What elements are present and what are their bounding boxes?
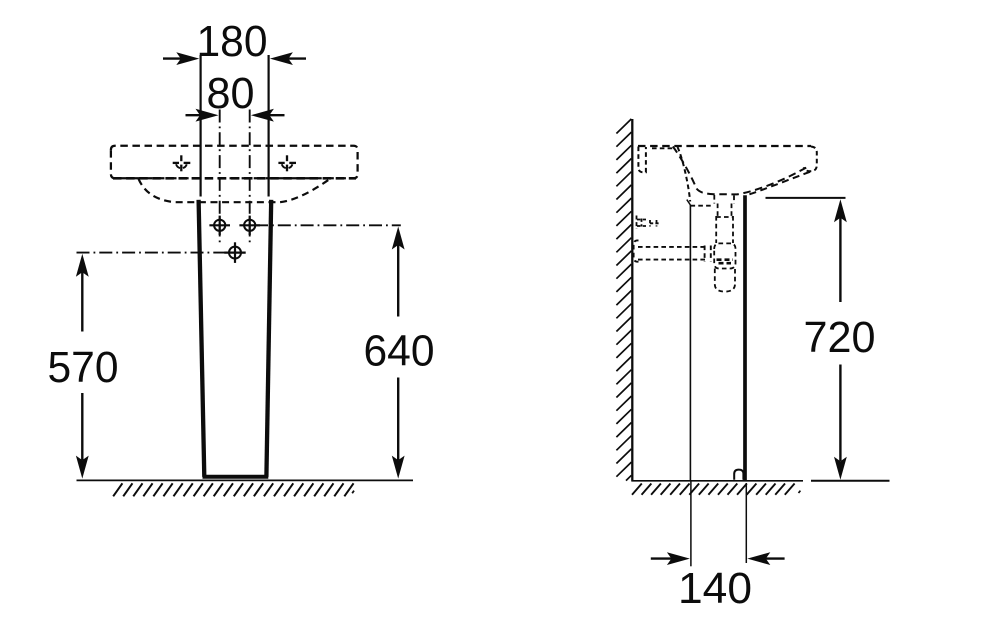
svg-text:80: 80 — [207, 70, 255, 118]
svg-text:140: 140 — [678, 565, 752, 613]
svg-text:720: 720 — [804, 314, 876, 362]
svg-text:180: 180 — [197, 18, 268, 66]
svg-text:570: 570 — [48, 344, 119, 392]
svg-text:640: 640 — [364, 328, 435, 376]
